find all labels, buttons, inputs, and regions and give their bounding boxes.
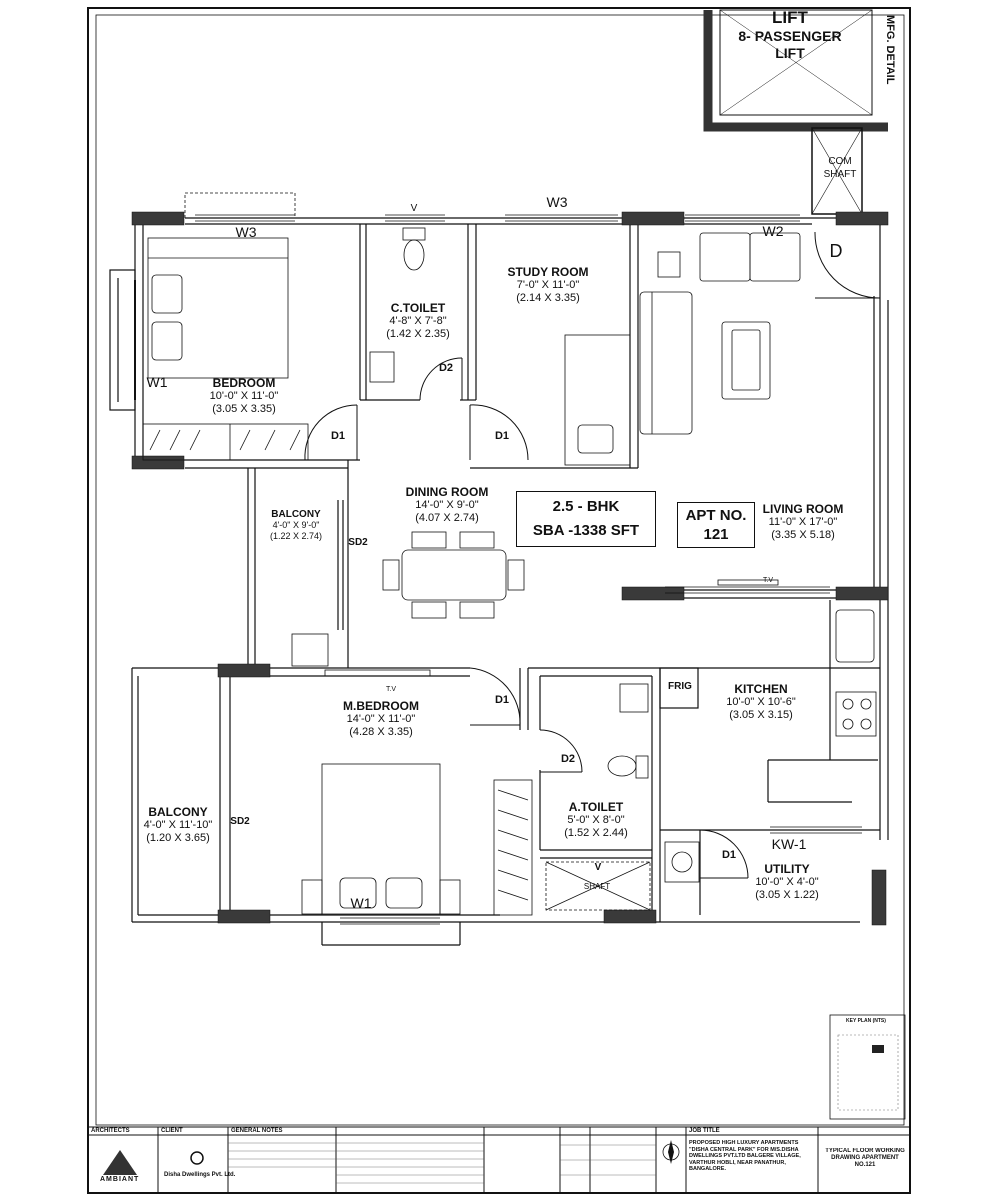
room-dining: DINING ROOM 14'-0" X 9'-0" (4.07 X 2.74) <box>406 486 489 525</box>
room-balcony1-metric: (1.22 X 2.74) <box>269 531 323 541</box>
room-atoilet-metric: (1.52 X 2.44) <box>564 827 628 839</box>
sba-area: SBA -1338 SFT <box>532 522 640 539</box>
room-balcony1-name: BALCONY <box>271 509 321 520</box>
room-balcony1-dim: 4'-0" X 9'-0" <box>272 520 320 530</box>
room-atoilet: A.TOILET 5'-0" X 8'-0" (1.52 X 2.44) <box>564 801 628 840</box>
tb-client: CLIENT <box>161 1128 183 1134</box>
room-utility-dim: 10'-0" X 4'-0" <box>755 876 819 888</box>
room-balcony2: BALCONY 4'-0" X 11'-10" (1.20 X 3.65) <box>144 806 213 845</box>
bhk-type: 2.5 - BHK <box>552 498 620 515</box>
apt-no-label: APT NO. <box>685 507 747 524</box>
vent-v-top: V <box>410 203 418 214</box>
window-w1-left: W1 <box>146 374 168 390</box>
room-study-name: STUDY ROOM <box>507 265 589 279</box>
room-bedroom-dim: 10'-0" X 11'-0" <box>209 390 279 402</box>
room-ctoilet-metric: (1.42 X 2.35) <box>386 328 450 340</box>
room-bedroom-name: BEDROOM <box>212 376 276 390</box>
window-w1-bottom: W1 <box>350 895 372 911</box>
com-shaft-label: COM SHAFT <box>824 155 857 181</box>
room-bedroom: BEDROOM 10'-0" X 11'-0" (3.05 X 3.35) <box>210 377 279 416</box>
tb-drawing-title: TYPICAL FLOOR WORKING DRAWING APARTMENT … <box>825 1148 905 1168</box>
room-kitchen-metric: (3.05 X 3.15) <box>729 709 793 721</box>
room-living-dim: 11'-0" X 17'-0" <box>768 516 838 528</box>
room-atoilet-dim: 5'-0" X 8'-0" <box>567 814 625 826</box>
room-balcony2-name: BALCONY <box>148 805 208 819</box>
door-sd2-balcony: SD2 <box>348 537 368 548</box>
tb-job-title: JOB TITLE <box>689 1128 720 1134</box>
lift-subtitle: 8- PASSENGER <box>738 28 842 44</box>
room-kitchen-dim: 10'-0" X 10'-6" <box>726 696 796 708</box>
room-living-metric: (3.35 X 5.18) <box>771 529 835 541</box>
lift-block <box>703 9 888 132</box>
door-d2-atoilet: D2 <box>560 753 576 765</box>
room-utility: UTILITY 10'-0" X 4'-0" (3.05 X 1.22) <box>755 863 819 902</box>
door-d1-study: D1 <box>494 430 510 442</box>
apt-no-box: APT NO. 121 <box>677 502 755 548</box>
room-mbedroom-dim: 14'-0" X 11'-0" <box>346 713 416 725</box>
room-ctoilet-dim: 4'-8" X 7'-8" <box>389 315 447 327</box>
mfg-detail-label: MFG. DETAIL <box>884 15 896 85</box>
room-study: STUDY ROOM 7'-0" X 11'-0" (2.14 X 3.35) <box>507 266 588 305</box>
room-mbedroom-metric: (4.28 X 3.35) <box>349 726 413 738</box>
door-d-entry: D <box>829 241 843 261</box>
room-utility-metric: (3.05 X 1.22) <box>755 889 819 901</box>
room-kitchen-name: KITCHEN <box>734 682 788 696</box>
key-plan-label: KEY PLAN (NTS) <box>846 1018 886 1024</box>
window-w3-top: W3 <box>546 194 568 210</box>
room-living-name: LIVING ROOM <box>762 502 844 516</box>
tv-living-label: T.V <box>762 577 774 584</box>
tv-mbed-label: T.V <box>385 686 397 693</box>
room-living: LIVING ROOM 11'-0" X 17'-0" (3.35 X 5.18… <box>763 503 844 542</box>
door-sd2-mbalcony: SD2 <box>230 816 250 827</box>
com-shaft-line1: COM <box>828 156 852 167</box>
shaft-label: SHAFT <box>583 882 611 891</box>
room-dining-dim: 14'-0" X 9'-0" <box>415 499 479 511</box>
room-ctoilet: C.TOILET 4'-8" X 7'-8" (1.42 X 2.35) <box>386 302 450 341</box>
room-dining-name: DINING ROOM <box>405 485 489 499</box>
door-d1-utility: D1 <box>721 849 737 861</box>
lift-subtitle-2: LIFT <box>775 45 805 61</box>
lift-label: LIFT 8- PASSENGER LIFT <box>735 8 845 62</box>
room-kitchen: KITCHEN 10'-0" X 10'-6" (3.05 X 3.15) <box>726 683 796 722</box>
room-utility-name: UTILITY <box>764 862 810 876</box>
bhk-info-box: 2.5 - BHK SBA -1338 SFT <box>516 491 656 547</box>
window-kw1: KW-1 <box>771 836 807 852</box>
door-d1-bedroom: D1 <box>330 430 346 442</box>
lift-title: LIFT <box>772 8 808 27</box>
door-d1-mbedroom: D1 <box>494 694 510 706</box>
room-mbedroom-name: M.BEDROOM <box>343 699 419 713</box>
vent-v-shaft: V <box>594 862 602 873</box>
tb-general-notes: GENERAL NOTES <box>231 1128 283 1134</box>
tb-client-name: Disha Dwellings Pvt. Ltd. <box>164 1172 236 1178</box>
apt-no-value: 121 <box>703 526 729 543</box>
room-dining-metric: (4.07 X 2.74) <box>415 512 479 524</box>
room-study-dim: 7'-0" X 11'-0" <box>516 279 580 291</box>
window-w3-left: W3 <box>235 224 257 240</box>
room-study-metric: (2.14 X 3.35) <box>516 292 580 304</box>
tb-project-description: PROPOSED HIGH LUXURY APARTMENTS "DISHA C… <box>689 1140 801 1172</box>
room-balcony2-metric: (1.20 X 3.65) <box>146 832 210 844</box>
room-atoilet-name: A.TOILET <box>568 800 624 814</box>
tb-architect-logo-text: AMBIANT <box>100 1176 140 1183</box>
frig-label: FRIG <box>668 681 692 692</box>
door-d2-ctoilet: D2 <box>438 362 454 374</box>
room-bedroom-metric: (3.05 X 3.35) <box>212 403 276 415</box>
room-ctoilet-name: C.TOILET <box>390 301 446 315</box>
window-w2: W2 <box>762 223 784 239</box>
room-balcony1: BALCONY 4'-0" X 9'-0" (1.22 X 2.74) <box>270 509 322 542</box>
room-balcony2-dim: 4'-0" X 11'-10" <box>143 819 213 831</box>
room-mbedroom: M.BEDROOM 14'-0" X 11'-0" (4.28 X 3.35) <box>343 700 419 739</box>
com-shaft-line2: SHAFT <box>823 169 857 180</box>
tb-architects: ARCHITECTS <box>91 1128 130 1134</box>
